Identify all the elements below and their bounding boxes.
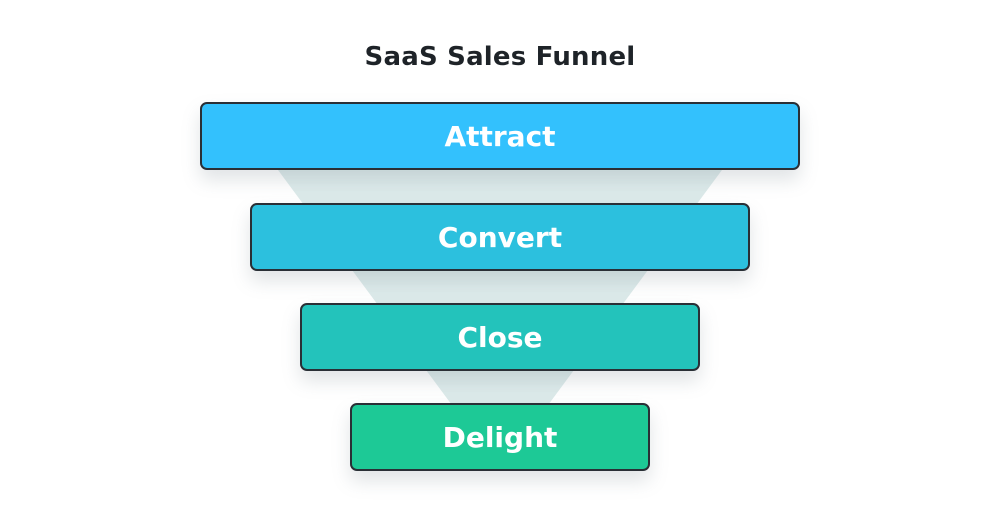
funnel-stage-label: Convert	[437, 220, 563, 254]
funnel-stage-label: Close	[457, 320, 543, 354]
funnel-stage-attract: Attract	[200, 102, 800, 170]
funnel-stage-delight: Delight	[350, 403, 650, 471]
funnel-stage-label: Delight	[442, 420, 558, 454]
funnel-stage-close: Close	[300, 303, 700, 371]
funnel-stage-label: Attract	[444, 119, 556, 153]
page-title: SaaS Sales Funnel	[364, 42, 636, 72]
funnel-stage-convert: Convert	[250, 203, 750, 271]
